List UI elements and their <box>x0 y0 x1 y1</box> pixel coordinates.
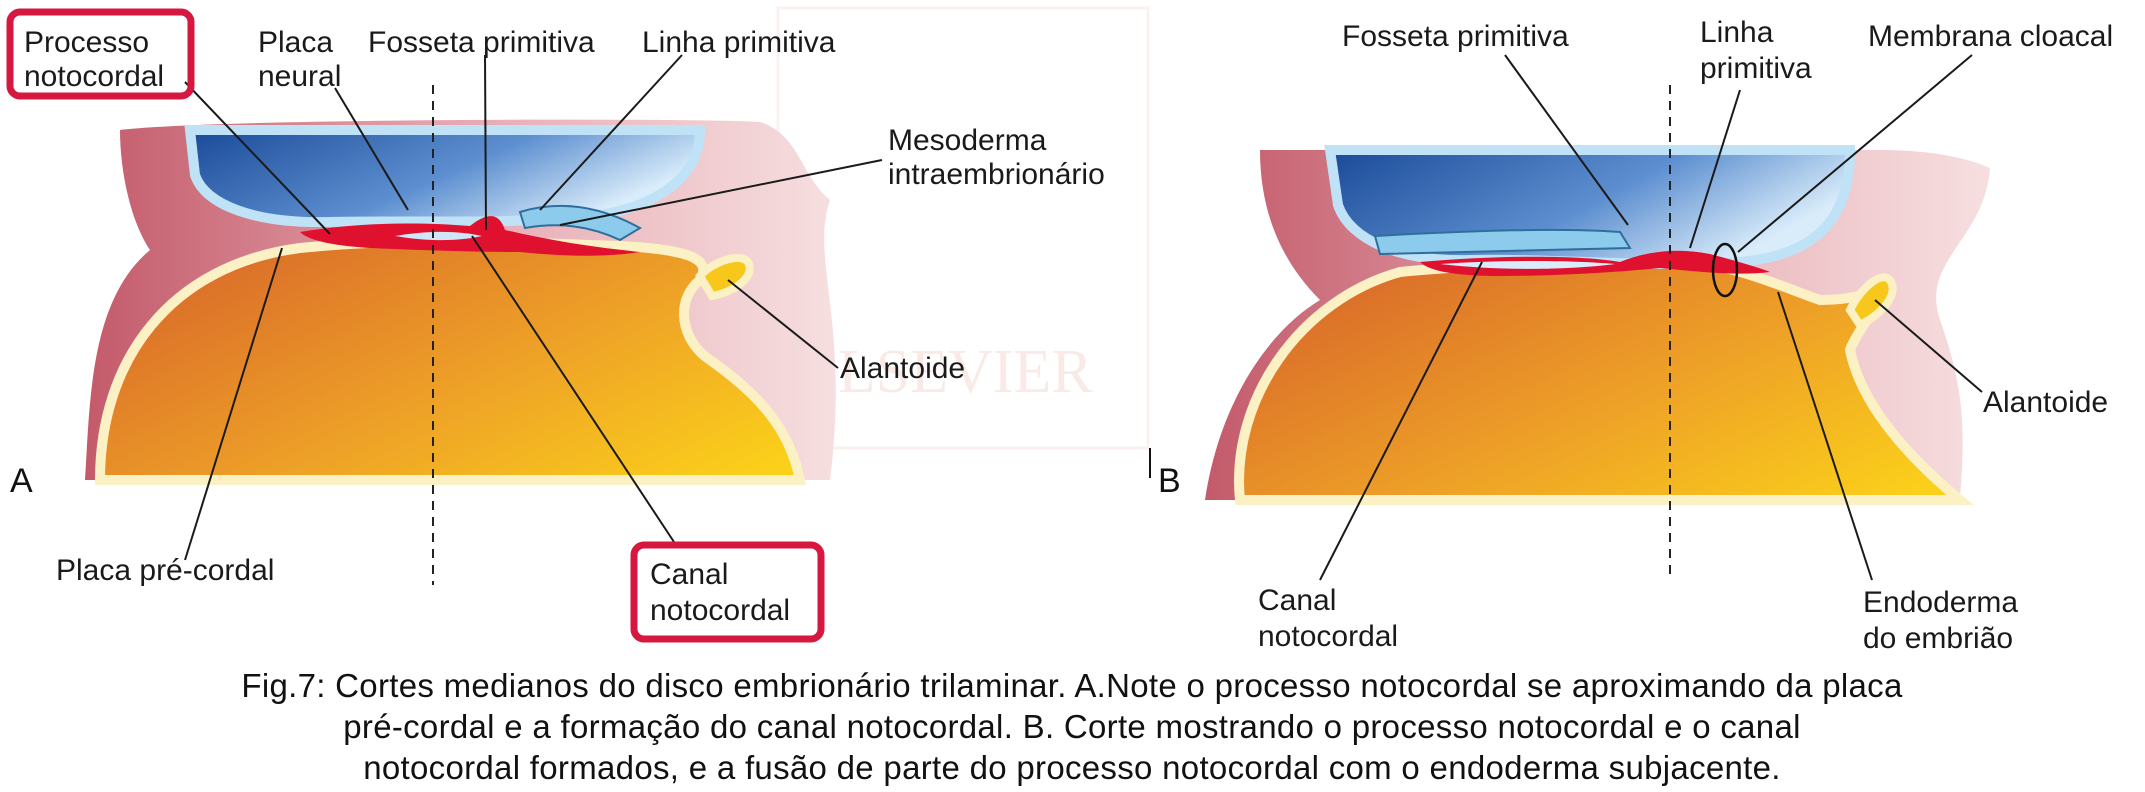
cloacal-membrane-ring <box>1711 242 1739 298</box>
watermark-text: ELSEVIER <box>800 338 1093 406</box>
label-canal-notocordal-b-line2: notocordal <box>1258 620 1398 653</box>
label-alantoide-a: Alantoide <box>840 352 965 385</box>
label-placa-neural-line1: Placa <box>258 26 333 59</box>
label-processo-notocordal-line1: Processo <box>24 26 149 59</box>
ectoderm-band-a <box>518 204 643 242</box>
highlight-box-canal <box>630 541 825 643</box>
panel-letter-a: A <box>10 462 33 500</box>
allantois-a <box>695 254 754 301</box>
label-fosseta-primitiva-a: Fosseta primitiva <box>368 26 595 59</box>
label-mesoderma-line2: intraembrionário <box>888 158 1105 191</box>
label-linha-primitiva-a: Linha primitiva <box>642 26 836 59</box>
label-fosseta-primitiva-b: Fosseta primitiva <box>1342 20 1569 53</box>
panel-b: B <box>1149 85 1990 578</box>
figure-caption: Fig.7: Cortes medianos do disco embrioná… <box>241 667 1903 786</box>
notochordal-canal-lumen-a <box>395 231 482 241</box>
labels-a: Processo notocordal Placa neural Fosseta… <box>6 8 1105 643</box>
label-placa-pre-cordal: Placa pré-cordal <box>56 554 274 587</box>
ectoderm-band-b <box>1373 228 1632 256</box>
leader-lines-b <box>1319 54 1983 581</box>
label-membrana-cloacal: Membrana cloacal <box>1868 20 2113 53</box>
leader-lines-a <box>184 54 883 561</box>
label-processo-notocordal-line2: notocordal <box>24 60 164 93</box>
label-endoderma-line2: do embrião <box>1863 622 2013 655</box>
caption-line-2: pré-cordal e a formação do canal notocor… <box>343 708 1800 745</box>
watermark: ELSEVIER <box>776 6 1150 450</box>
label-linha-primitiva-b-line1: Linha <box>1700 16 1774 49</box>
labels-b: Fosseta primitiva Linha primitiva Membra… <box>1258 16 2113 655</box>
allantois-b <box>1845 273 1897 331</box>
panel-letter-b: B <box>1158 462 1181 500</box>
label-mesoderma-line1: Mesoderma <box>888 124 1047 157</box>
highlight-box-processo <box>6 8 195 100</box>
label-endoderma-line1: Endoderma <box>1863 586 2018 619</box>
yolk-sac-b <box>1234 256 1974 505</box>
label-canal-notocordal-a-line1: Canal <box>650 558 728 591</box>
caption-line-3: notocordal formados, e a fusão de parte … <box>363 749 1781 786</box>
canal-lumen-b <box>1440 261 1615 269</box>
panel-a: A <box>10 85 836 585</box>
label-canal-notocordal-b-line1: Canal <box>1258 584 1336 617</box>
label-placa-neural-line2: neural <box>258 60 341 93</box>
label-canal-notocordal-a-line2: notocordal <box>650 594 790 627</box>
yolk-sac-a <box>94 236 807 485</box>
amniotic-cavity-a <box>184 125 706 228</box>
label-linha-primitiva-b-line2: primitiva <box>1700 52 1812 85</box>
caption-line-1: Fig.7: Cortes medianos do disco embrioná… <box>241 667 1903 704</box>
label-alantoide-b: Alantoide <box>1983 386 2108 419</box>
